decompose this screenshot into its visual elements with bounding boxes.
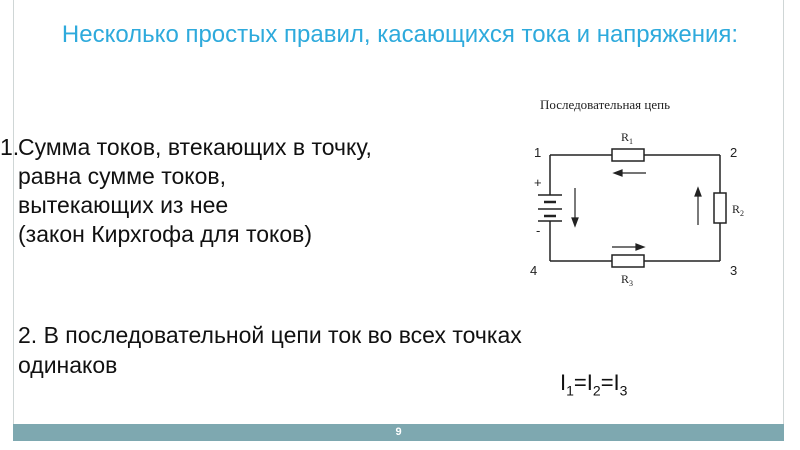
rule-1-line-4: (закон Кирхгофа для токов): [18, 221, 313, 247]
current-formula: I1=I2=I3: [560, 370, 627, 398]
arrow-left-head: [571, 217, 579, 228]
resistor-r1: [611, 148, 645, 162]
page-number: 9: [395, 426, 402, 438]
rule-1-line-3: вытекающих из нее: [18, 192, 229, 218]
rule-1-number: 1.: [0, 134, 20, 160]
arrow-right-head: [694, 186, 702, 197]
circuit-title: Последовательная цепь: [540, 97, 671, 112]
node-label-2: 2: [730, 145, 737, 160]
slide-frame: [13, 0, 784, 424]
rule-1-line-2: равна сумме токов,: [18, 163, 227, 189]
resistor-label-r3: R3: [621, 272, 633, 288]
resistor-r2: [713, 192, 727, 224]
formula-sub-3: 3: [619, 382, 628, 399]
rule-1: 1. Сумма токов, втекающих в точку, равна…: [0, 133, 520, 249]
formula-sub-1: 1: [566, 382, 574, 399]
rule-2-line-2: одинаков: [18, 352, 118, 378]
r1-subscript: 1: [629, 137, 633, 146]
arrow-top-head: [612, 169, 623, 177]
slide-title: Несколько простых правил, касающихся ток…: [61, 21, 739, 48]
formula-i3: =I: [600, 370, 620, 395]
rule-2-line-1: 2. В последовательной цепи ток во всех т…: [18, 322, 522, 348]
resistor-r3: [611, 254, 645, 268]
r2-letter: R: [732, 202, 740, 216]
rule-1-line-1: Сумма токов, втекающих в точку,: [18, 134, 372, 160]
node-label-3: 3: [730, 263, 737, 278]
footer-bar: 9: [13, 424, 784, 441]
node-label-4: 4: [530, 263, 537, 278]
formula-i1: I: [560, 370, 567, 395]
r3-subscript: 3: [629, 279, 633, 288]
resistor-label-r1: R1: [621, 130, 633, 146]
resistor-label-r2: R2: [732, 202, 744, 218]
formula-i2: =I: [573, 370, 593, 395]
arrow-bottom-head: [635, 243, 646, 251]
formula-sub-2: 2: [592, 382, 601, 399]
battery-plus: +: [534, 175, 542, 190]
r1-letter: R: [621, 130, 629, 144]
r2-subscript: 2: [740, 209, 744, 218]
r3-letter: R: [621, 272, 629, 286]
node-label-1: 1: [534, 145, 541, 160]
battery-minus: -: [536, 223, 540, 238]
rule-2: 2. В последовательной цепи ток во всех т…: [18, 320, 718, 380]
series-circuit-diagram: 1 2 3 4 + - R1 R2 R3: [530, 130, 744, 288]
